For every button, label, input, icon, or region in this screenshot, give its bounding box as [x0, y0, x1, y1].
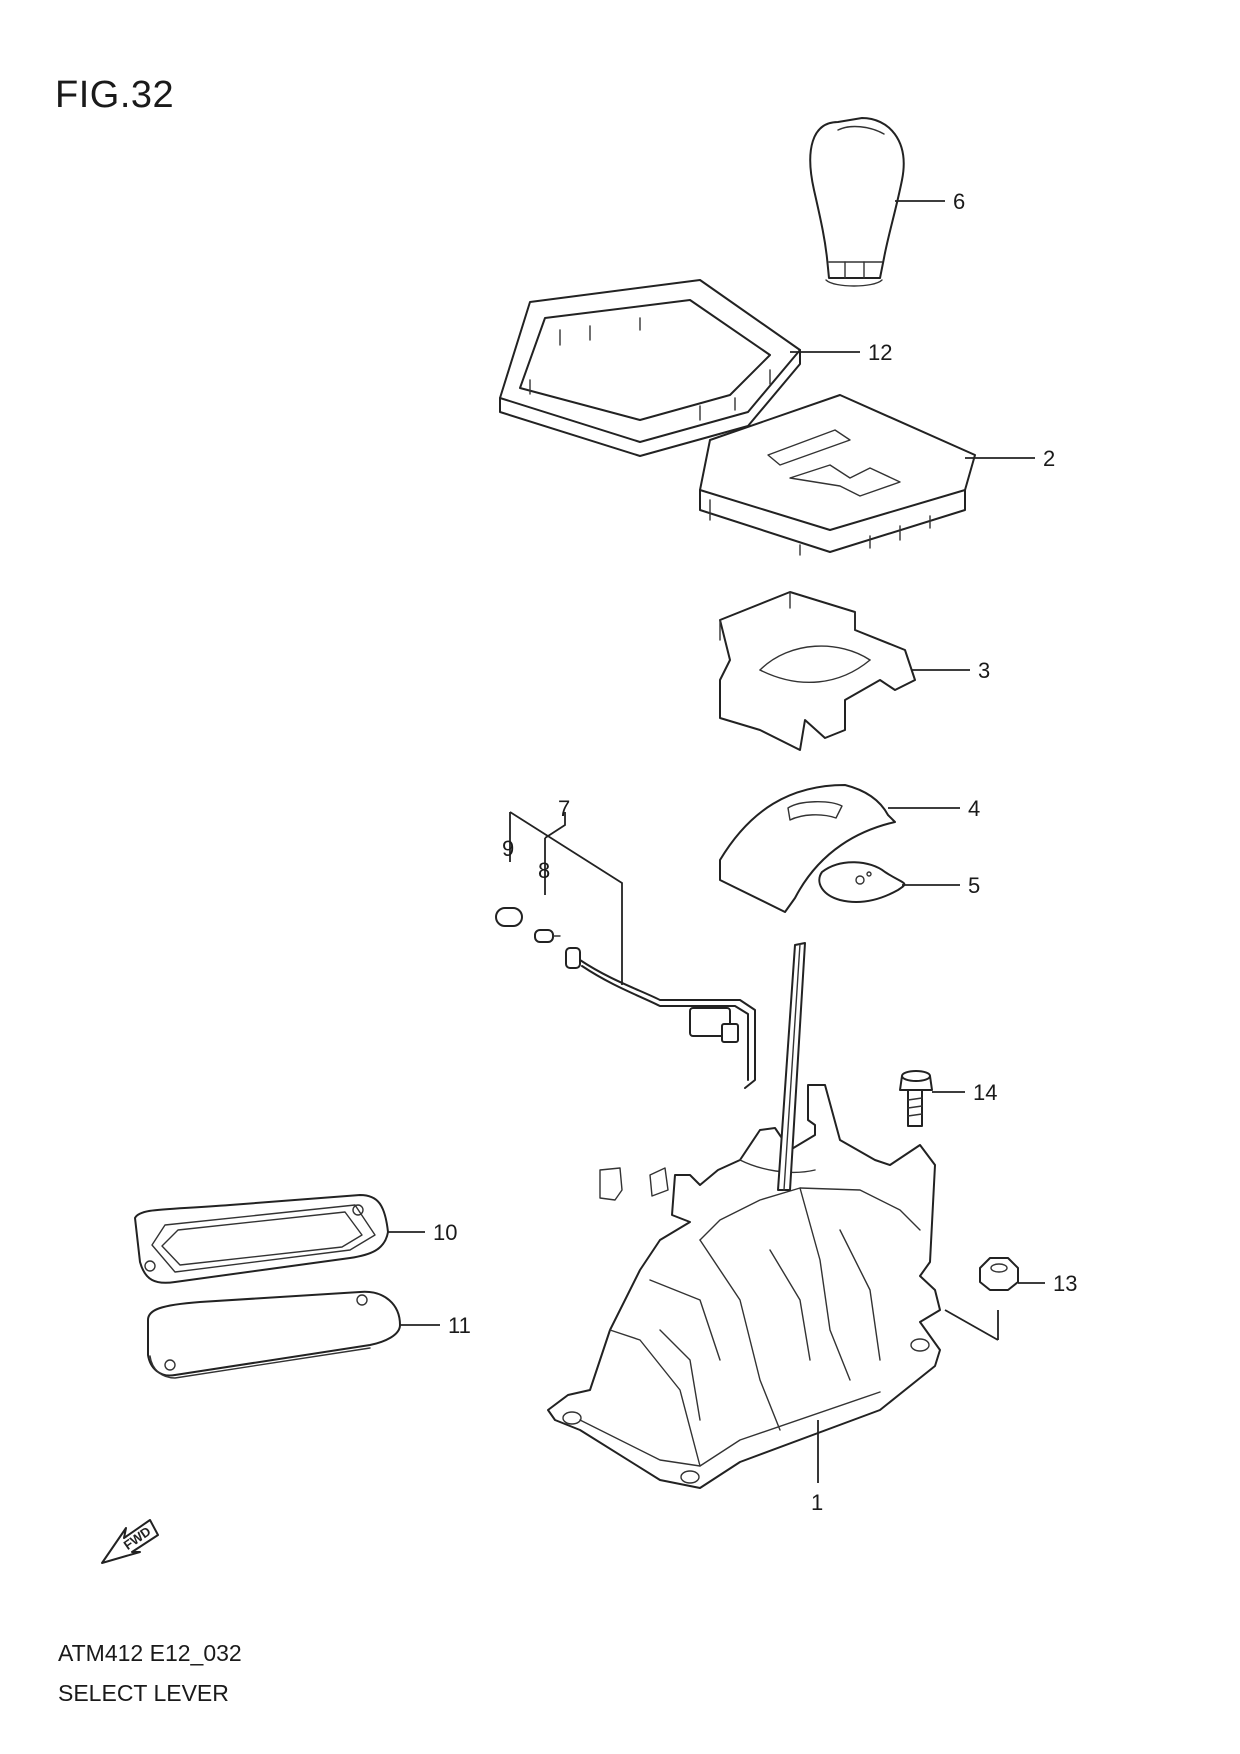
- callout-12: 12: [868, 340, 892, 365]
- fwd-arrow-icon: FWD: [101, 1519, 159, 1564]
- callout-9: 9: [502, 836, 514, 861]
- callout-8: 8: [538, 858, 550, 883]
- callout-5: 5: [968, 873, 980, 898]
- part-10-gasket: [134, 1194, 389, 1284]
- part-11-cover-plate: [147, 1290, 401, 1379]
- callout-3: 3: [978, 658, 990, 683]
- callout-11: 11: [448, 1313, 471, 1338]
- part-12-bezel-frame: [499, 279, 801, 457]
- figure-title: FIG.32: [55, 74, 175, 116]
- callout-14: 14: [973, 1080, 997, 1105]
- part-13-nut: [944, 1257, 1019, 1341]
- callout-7: 7: [558, 796, 570, 821]
- callout-6: 6: [953, 189, 965, 214]
- part-5-plate: [818, 861, 906, 903]
- figure-name: SELECT LEVER: [58, 1680, 229, 1706]
- part-14-bolt: [899, 1070, 933, 1127]
- callout-10: 10: [433, 1220, 457, 1245]
- figure-code: ATM412 E12_032: [58, 1640, 242, 1666]
- part-9-bulb-cap: [495, 907, 523, 927]
- part-3-guide-plate: [719, 591, 916, 751]
- callout-4: 4: [968, 796, 980, 821]
- callout-2: 2: [1043, 446, 1055, 471]
- part-4-slide-cover: [719, 784, 896, 913]
- part-7-lamp-harness: [565, 947, 756, 1089]
- part-6-shift-knob: [809, 117, 905, 287]
- part-8-bulb: [534, 929, 561, 943]
- part-1-select-lever-assembly: [547, 942, 941, 1489]
- part-2-indicator-cover: [699, 394, 976, 556]
- parts-7-8-9-bracket-lines: [509, 811, 623, 985]
- callout-1: 1: [811, 1490, 823, 1515]
- callout-13: 13: [1053, 1271, 1077, 1296]
